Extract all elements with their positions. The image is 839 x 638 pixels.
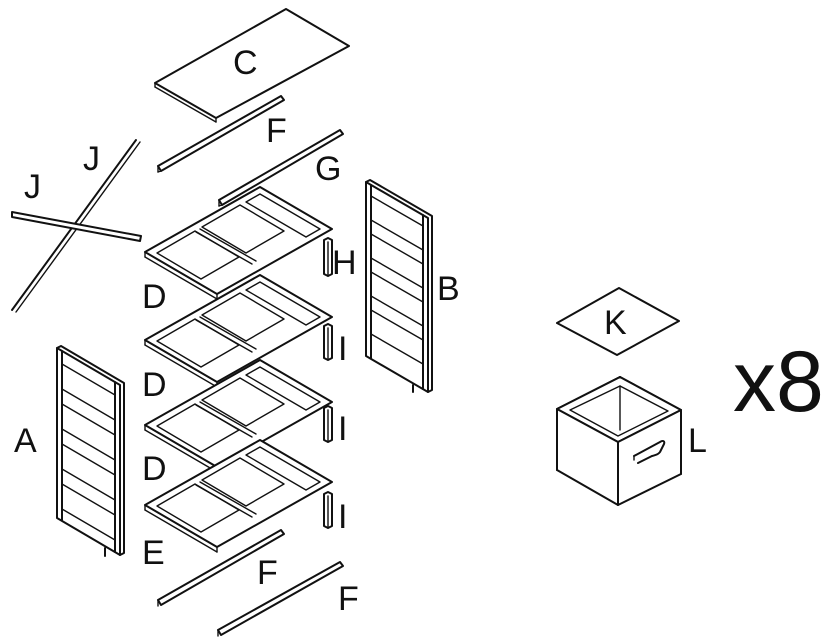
label-d-1: D [142, 278, 167, 316]
label-d-2: D [142, 366, 167, 404]
label-d-3: D [142, 450, 167, 488]
label-f-top: F [266, 112, 287, 150]
label-k: K [604, 304, 627, 342]
label-i-3: I [338, 498, 347, 536]
rail-f-bottom-2 [217, 561, 344, 637]
post-i-2 [323, 405, 333, 443]
label-j-1: J [83, 140, 100, 178]
label-h: H [332, 244, 357, 282]
label-b: B [437, 270, 460, 308]
bottom-frame-e [144, 439, 333, 553]
shelf-frame-d-1 [144, 186, 333, 300]
label-e: E [142, 534, 165, 572]
post-i-3 [323, 491, 333, 529]
rail-f-bottom-1 [157, 529, 285, 607]
cross-brace-j-2 [11, 211, 142, 242]
drawer-box-l [556, 376, 682, 506]
post-i-1 [323, 323, 333, 361]
shelf-frame-d-3 [144, 359, 333, 473]
side-frame-a [56, 345, 125, 557]
label-f-bottom-1: F [257, 554, 278, 592]
label-i-2: I [338, 410, 347, 448]
drawer-bottom-k [556, 287, 680, 356]
rail-f-top [157, 95, 285, 173]
label-f-bottom-2: F [338, 580, 359, 618]
side-frame-b [365, 179, 433, 393]
label-j-2: J [24, 168, 41, 206]
label-g: G [315, 150, 341, 188]
label-l: L [688, 422, 707, 460]
quantity-label: x8 [733, 334, 824, 430]
shelf-frame-d-2 [144, 274, 333, 388]
label-c: C [233, 44, 258, 82]
label-a: A [14, 422, 37, 460]
label-i-1: I [338, 330, 347, 368]
post-h [323, 237, 333, 277]
rail-g [218, 129, 344, 207]
panel-c [154, 8, 350, 123]
